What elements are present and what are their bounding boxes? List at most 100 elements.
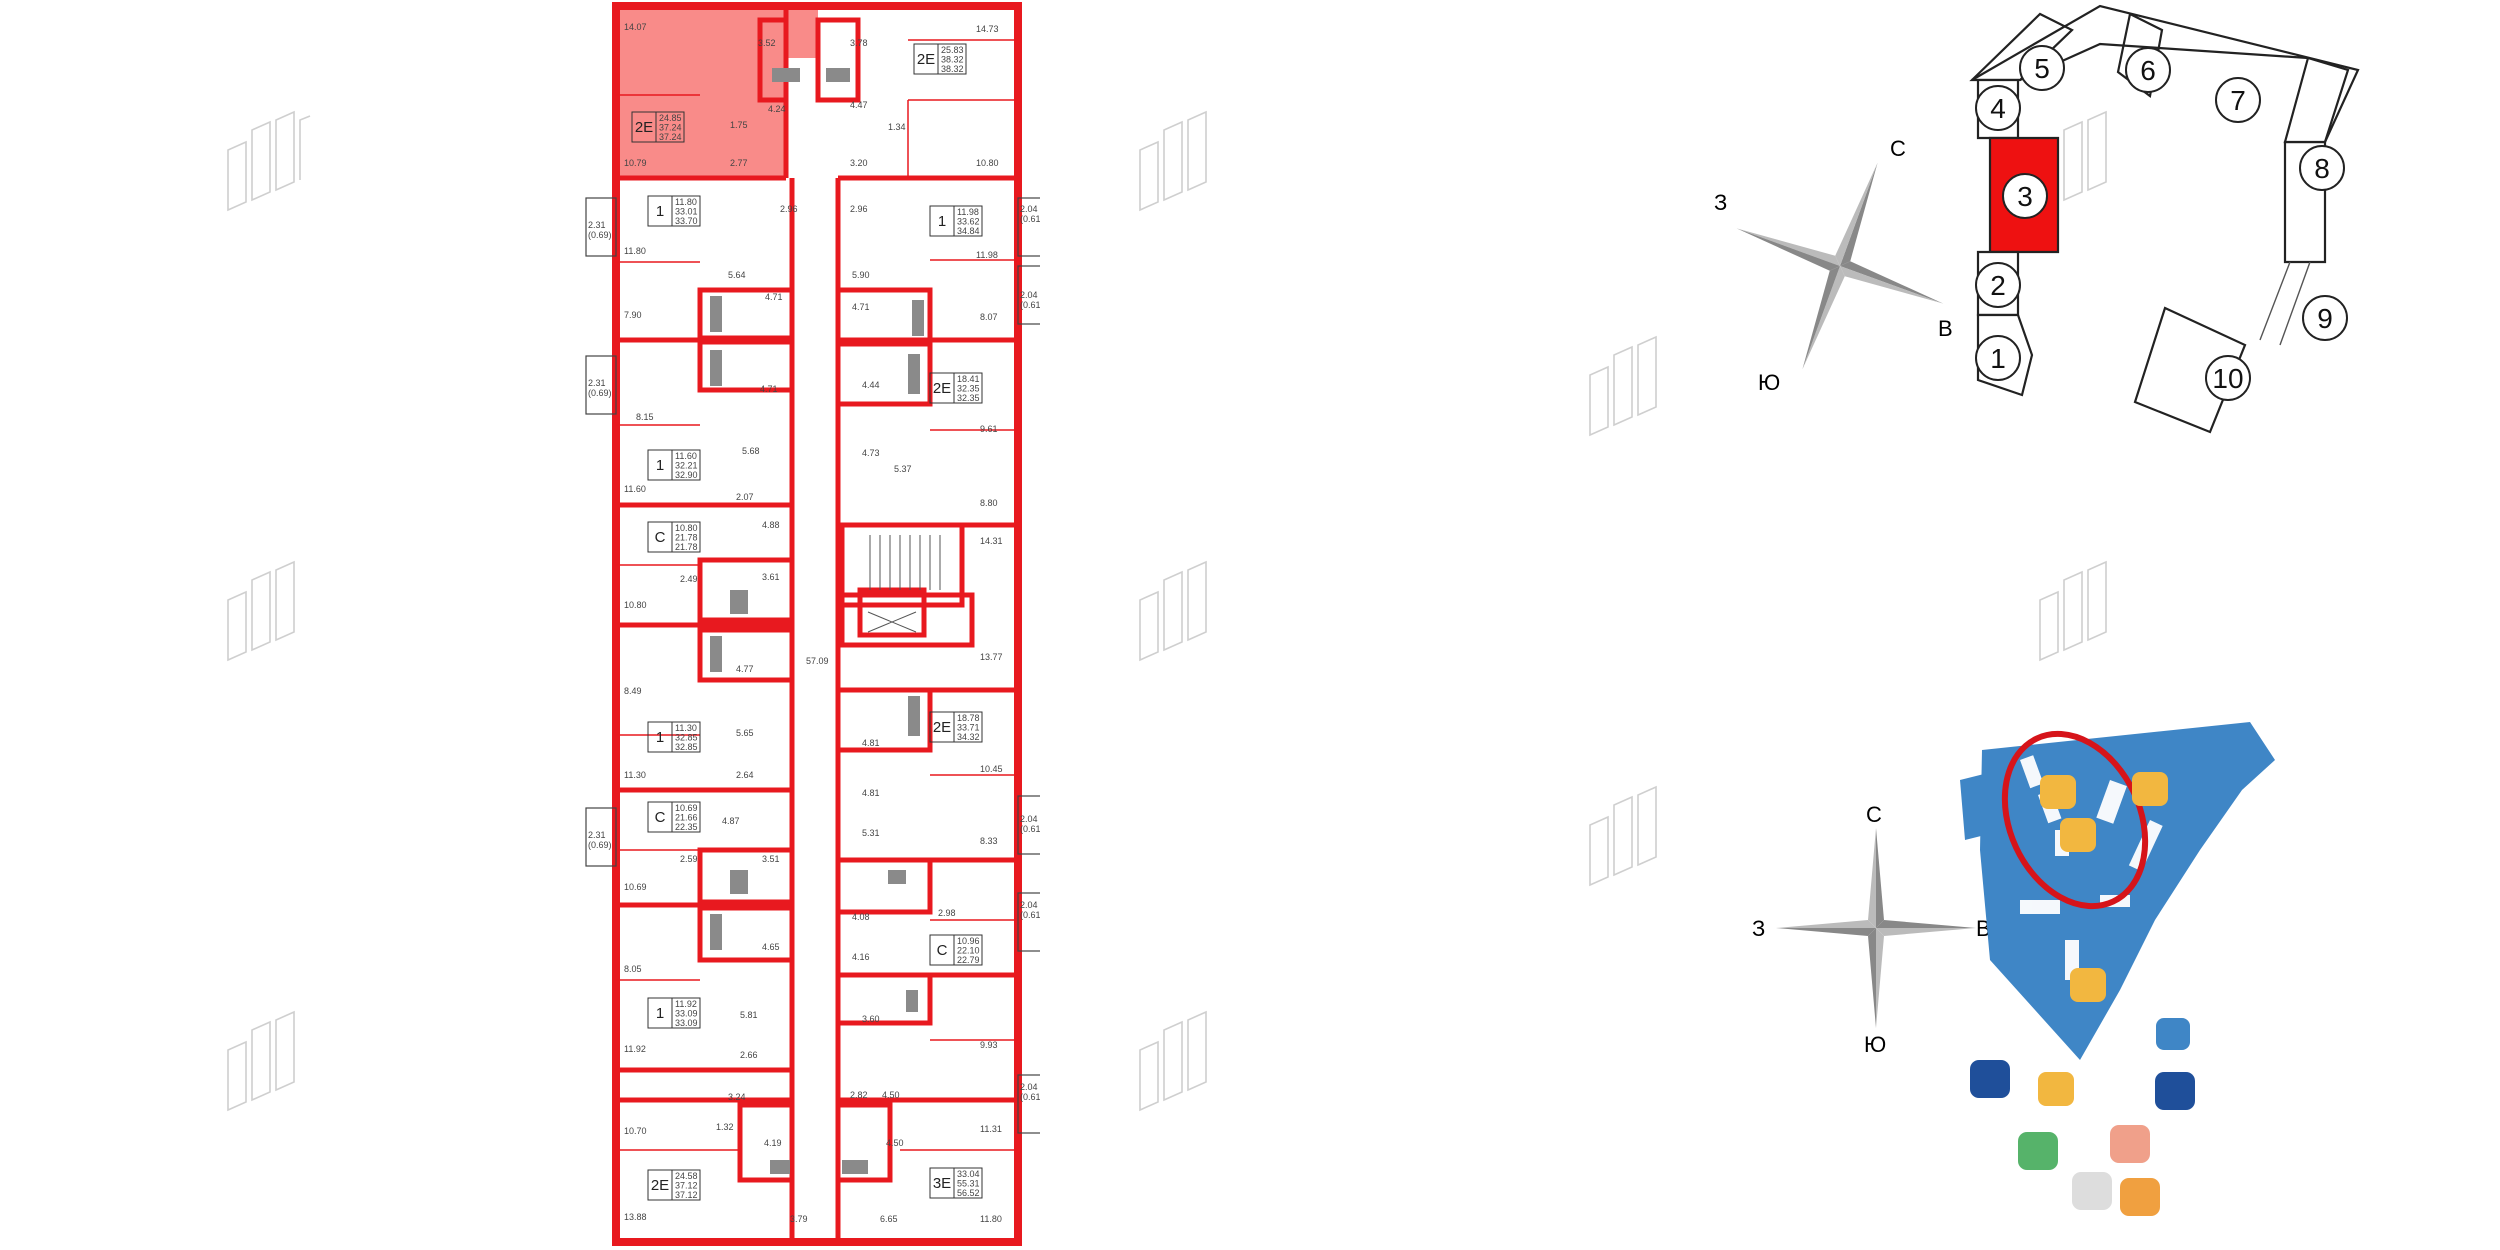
section-10[interactable] <box>2133 306 2247 434</box>
section-number-7[interactable]: 7 <box>2215 77 2261 123</box>
room-area-label: 3.24 <box>728 1092 746 1102</box>
inner-partitions <box>616 39 1018 1151</box>
apartment-area-value: 33.71 <box>957 723 980 733</box>
apartment-area-value: 10.80 <box>675 523 698 533</box>
room-area-label: 4.50 <box>886 1138 904 1148</box>
room-area-label: 1.34 <box>888 122 906 132</box>
balcony-area: 2.04 <box>1020 900 1038 910</box>
apartment-area-value: 33.62 <box>957 217 980 227</box>
map-territory-part <box>1960 770 2005 840</box>
room-area-label: 3.51 <box>762 854 780 864</box>
apartment-area-value: 21.78 <box>675 533 698 543</box>
room-area-label: 2.98 <box>938 908 956 918</box>
compass-south: Ю <box>1758 370 1780 395</box>
section-number-4[interactable]: 4 <box>1975 85 2021 131</box>
home-icon <box>2060 818 2096 852</box>
room-area-label: 8.80 <box>980 498 998 508</box>
room-area-label: 2.49 <box>680 574 698 584</box>
apartment-area-value: 32.35 <box>957 393 980 403</box>
room-area-label: 4.47 <box>850 100 868 110</box>
apartment-area-value: 11.30 <box>675 723 697 733</box>
section-number-3[interactable]: 3 <box>2002 173 2048 219</box>
apartment-area-value: 37.12 <box>675 1190 698 1200</box>
room-area-label: 10.69 <box>624 882 647 892</box>
school-icon <box>2156 1018 2190 1050</box>
apartment-type: С <box>937 942 948 959</box>
room-area-label: 4.73 <box>862 448 880 458</box>
watermark-logo <box>227 560 295 662</box>
watermark-logo <box>1589 335 1657 437</box>
room-area-label: 4.77 <box>736 664 754 674</box>
watermark-logo <box>227 1010 295 1112</box>
section-label: 10 <box>2212 363 2243 394</box>
section-number-2[interactable]: 2 <box>1975 262 2021 308</box>
balcony-reduced-area: (0.61) <box>1020 910 1040 920</box>
room-area-label: 11.92 <box>624 1044 646 1054</box>
section-label: 6 <box>2140 55 2156 86</box>
apartment-area-value: 10.69 <box>675 803 698 813</box>
balcony-reduced-area: (0.69) <box>588 840 612 850</box>
apartment-area-value: 32.90 <box>675 470 698 480</box>
compass-north: С <box>1866 802 1882 827</box>
room-area-label: 5.65 <box>736 728 754 738</box>
apartment-area-value: 33.09 <box>675 1009 698 1019</box>
compass-south: Ю <box>1864 1032 1886 1057</box>
section-number-1[interactable]: 1 <box>1975 335 2021 381</box>
highlighted-apartment-part <box>786 8 818 58</box>
apartment-area-value: 11.92 <box>675 999 697 1009</box>
room-area-label: 2.77 <box>730 158 748 168</box>
compass-top: С З В Ю <box>1714 136 1953 395</box>
apartment-area-value: 10.96 <box>957 936 980 946</box>
watermark-logo <box>1139 560 1207 662</box>
section-number-9[interactable]: 9 <box>2302 295 2348 341</box>
apartment-area-value: 25.83 <box>941 45 964 55</box>
apartment-area-value: 32.85 <box>675 733 698 743</box>
room-area-label: 13.88 <box>624 1212 647 1222</box>
apartment-type: 1 <box>938 213 946 230</box>
room-area-label: 5.64 <box>728 270 746 280</box>
section-label: 8 <box>2314 153 2330 184</box>
section-number-6[interactable]: 6 <box>2125 47 2171 93</box>
room-area-label: 11.30 <box>624 770 646 780</box>
room-area-label: 2.66 <box>740 1050 758 1060</box>
room-area-label: 11.80 <box>624 246 646 256</box>
room-area-label: 9.61 <box>980 424 998 434</box>
apartment-area-value: 32.35 <box>957 384 980 394</box>
room-area-label: 3.60 <box>862 1014 880 1024</box>
room-area-label: 4.65 <box>762 942 780 952</box>
floor-plan: 2.31(0.69)2.31(0.69)2.31(0.69)2.04(0.61)… <box>585 2 1040 1246</box>
section-number-8[interactable]: 8 <box>2299 145 2345 191</box>
balcony-reduced-area: (0.69) <box>588 388 612 398</box>
apartment-type: 2Е <box>933 380 951 397</box>
medical-icon <box>2018 1132 2058 1170</box>
section-number-10[interactable]: 10 <box>2205 355 2251 401</box>
room-area-label: 4.81 <box>862 788 880 798</box>
apartment-area-value: 37.24 <box>659 123 682 133</box>
room-area-label: 4.24 <box>768 104 786 114</box>
room-area-label: 4.44 <box>862 380 880 390</box>
room-area-label: 4.19 <box>764 1138 782 1148</box>
apartment-area-value: 37.24 <box>659 132 682 142</box>
apartment-area-value: 11.98 <box>957 207 979 217</box>
section-8[interactable] <box>2283 56 2350 144</box>
room-area-label: 10.80 <box>976 158 999 168</box>
map-icons <box>1970 772 2195 1216</box>
section-label: 1 <box>1990 343 2006 374</box>
room-area-label: 2.07 <box>736 492 754 502</box>
section-number-5[interactable]: 5 <box>2019 45 2065 91</box>
room-area-label: 9.93 <box>980 1040 998 1050</box>
